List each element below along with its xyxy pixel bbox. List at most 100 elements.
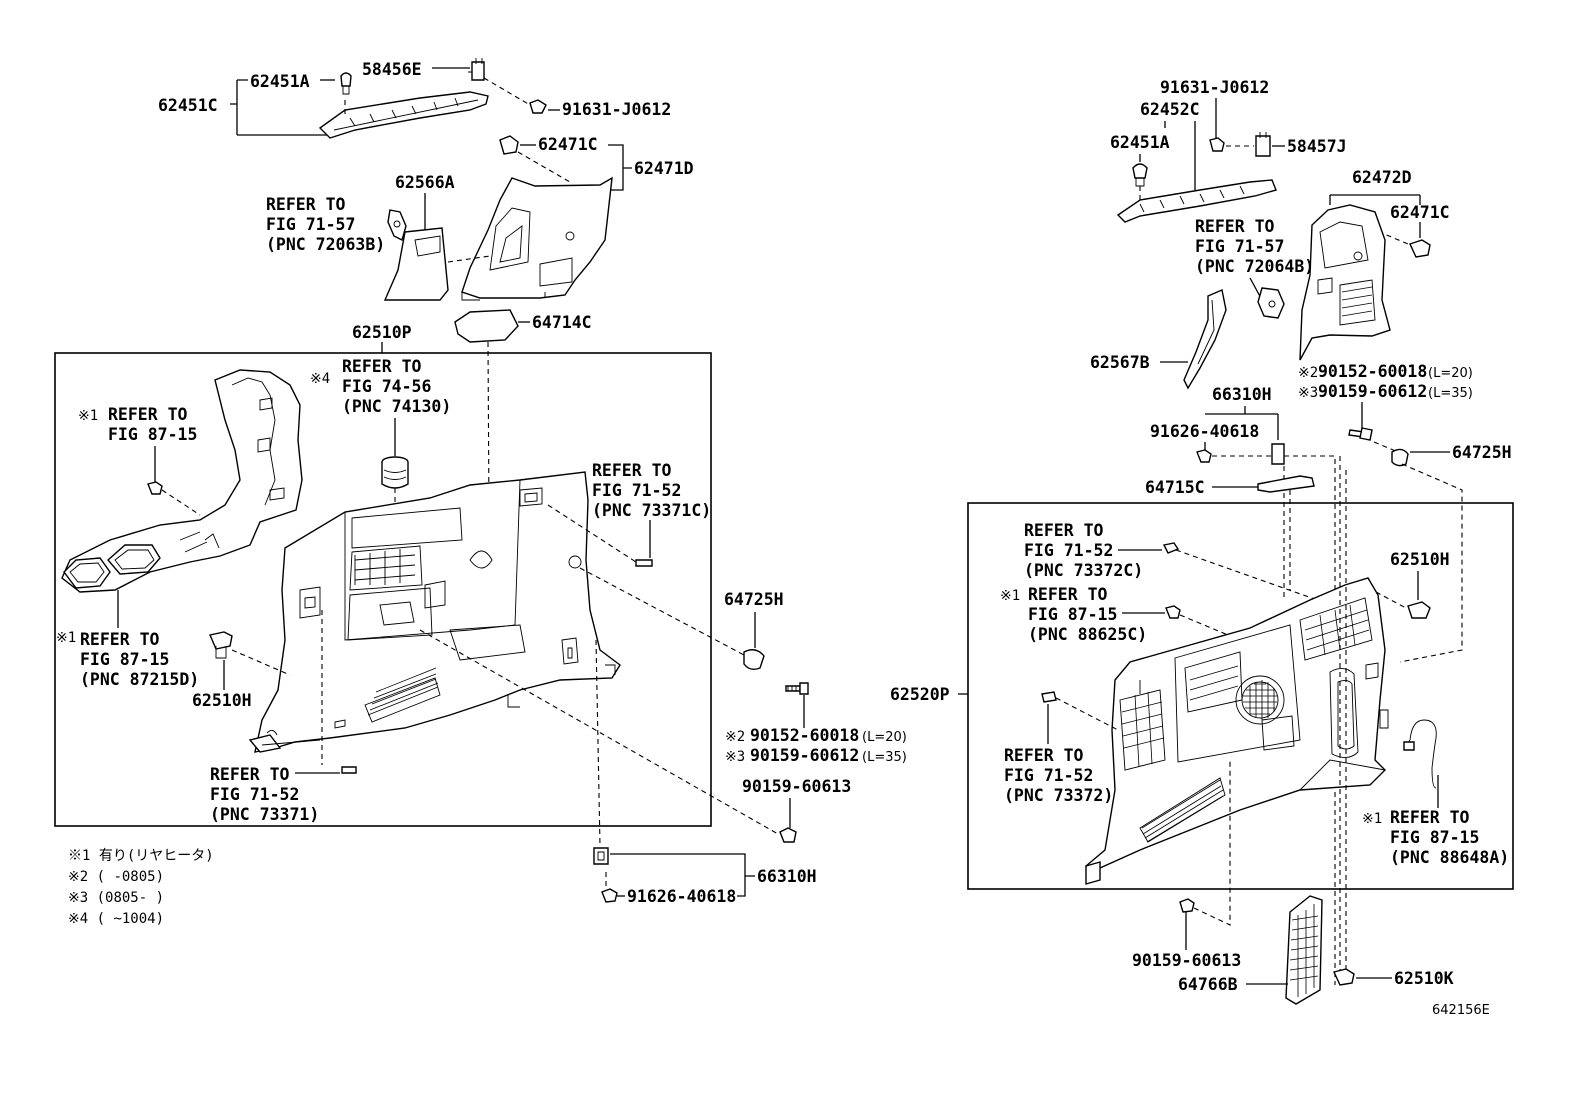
ref-line: (PNC 73372)	[1004, 786, 1113, 805]
length-note: (L=20)	[862, 730, 907, 745]
label-66310H-right[interactable]: 66310H	[1212, 385, 1272, 404]
ref-line: REFER TO	[108, 405, 188, 424]
bracket-58456E	[468, 58, 485, 81]
ref-mark: ※2	[1298, 365, 1318, 381]
clip-66310H-left	[593, 847, 609, 865]
screw-icon	[1165, 605, 1181, 619]
ref-line: (PNC 72063B)	[266, 235, 385, 254]
ref-fig71-52-a: REFER TO FIG 71-52 (PNC 73371C)	[592, 461, 711, 520]
group-box-62520P	[967, 502, 1514, 890]
ref-mark: ※3	[725, 749, 745, 765]
ref-line: REFER TO	[1028, 585, 1108, 604]
screw-91631-J0612	[529, 99, 547, 114]
label-62471C-right[interactable]: 62471C	[1390, 203, 1450, 222]
screw-icon	[601, 888, 618, 903]
label-62471C[interactable]: 62471C	[538, 135, 598, 154]
label-64725H-left[interactable]: 64725H	[724, 590, 784, 609]
quarter-trim-62520P	[1085, 577, 1389, 885]
label-90159-60612-right[interactable]: 90159-60612	[1318, 382, 1427, 401]
garnish-62452C	[1116, 179, 1277, 223]
ref-mark: ※1	[56, 630, 76, 646]
ref-fig71-57-right: REFER TO FIG 71-57 (PNC 72064B)	[1195, 217, 1314, 276]
clip-62471C-right	[1409, 239, 1431, 258]
label-62451A[interactable]: 62451A	[250, 72, 310, 91]
label-90159-60612-left[interactable]: 90159-60612	[750, 746, 859, 765]
label-64714C[interactable]: 64714C	[532, 313, 592, 332]
label-64766B[interactable]: 64766B	[1178, 975, 1238, 994]
label-62472D[interactable]: 62472D	[1352, 168, 1412, 187]
ref-line: (PNC 87215D)	[80, 670, 199, 689]
label-62520P[interactable]: 62520P	[890, 685, 950, 704]
ref-line: FIG 87-15	[80, 650, 169, 669]
label-64715C[interactable]: 64715C	[1145, 478, 1205, 497]
figure-id: 642156E	[1432, 1003, 1490, 1018]
label-62510H-right[interactable]: 62510H	[1390, 550, 1450, 569]
clip-62451A	[340, 72, 352, 95]
label-91626-40618-right[interactable]: 91626-40618	[1150, 422, 1259, 441]
label-62471D[interactable]: 62471D	[634, 159, 694, 178]
label-58456E[interactable]: 58456E	[362, 60, 422, 79]
clip-icon	[635, 559, 653, 567]
clip-62510K	[1333, 968, 1355, 986]
label-62451C[interactable]: 62451C	[158, 96, 218, 115]
right-assembly: 91631-J0612 62452C 62451A 58457J 62472D …	[890, 78, 1514, 1005]
ref-fig87-15-c: REFER TO FIG 87-15 (PNC 88625C)	[1028, 585, 1147, 644]
screw-91631-J0612-right	[1209, 137, 1225, 152]
seatbelt-anchor-icon	[387, 209, 407, 242]
label-62510P[interactable]: 62510P	[352, 323, 412, 342]
ref-fig71-52-d: REFER TO FIG 71-52 (PNC 73372)	[1004, 746, 1113, 805]
label-58457J[interactable]: 58457J	[1287, 137, 1347, 156]
ref-line: FIG 87-15	[1390, 828, 1479, 847]
label-91631-J0612-right[interactable]: 91631-J0612	[1160, 78, 1269, 97]
label-90152-60018-right[interactable]: 90152-60018	[1318, 362, 1427, 381]
label-64725H-right[interactable]: 64725H	[1452, 443, 1512, 462]
label-90159-60613-right[interactable]: 90159-60613	[1132, 951, 1241, 970]
left-assembly: 62451C 62451A 58456E 91631-J0612	[54, 58, 907, 906]
clip-62510H-right	[1407, 601, 1431, 619]
ref-fig74-56: REFER TO FIG 74-56 (PNC 74130)	[342, 357, 451, 416]
label-62510H-left[interactable]: 62510H	[192, 691, 252, 710]
nut-64725H	[743, 649, 765, 671]
label-91631-J0612[interactable]: 91631-J0612	[562, 100, 671, 119]
group-box-62510P	[54, 352, 712, 827]
cover-62567B	[1183, 289, 1227, 390]
ref-line: (PNC 88625C)	[1028, 625, 1147, 644]
clip-icon	[1162, 542, 1180, 554]
ref-fig87-15-a: REFER TO FIG 87-15	[108, 405, 197, 444]
ref-fig71-57-left: REFER TO FIG 71-57 (PNC 72063B)	[266, 195, 385, 254]
ref-line: FIG 71-52	[1024, 541, 1113, 560]
clip-icon	[341, 766, 357, 774]
ref-mark: ※4	[310, 371, 330, 387]
label-90152-60018-left[interactable]: 90152-60018	[750, 726, 859, 745]
label-62452C[interactable]: 62452C	[1140, 100, 1200, 119]
label-62566A[interactable]: 62566A	[395, 173, 455, 192]
clip-66310H-right	[1271, 443, 1285, 465]
cover-62566A	[383, 227, 449, 301]
clip-icon	[1041, 691, 1057, 703]
ref-line: (PNC 73371C)	[592, 501, 711, 520]
screw-icon	[147, 481, 163, 495]
label-62567B[interactable]: 62567B	[1090, 353, 1150, 372]
cover-64766B	[1285, 895, 1323, 1005]
label-62451A-right[interactable]: 62451A	[1110, 133, 1170, 152]
ref-fig71-52-c: REFER TO FIG 71-52 (PNC 73372C)	[1024, 521, 1143, 580]
ref-line: REFER TO	[1004, 746, 1084, 765]
label-90159-60613-left[interactable]: 90159-60613	[742, 777, 851, 796]
label-62510K[interactable]: 62510K	[1394, 969, 1454, 988]
ref-fig87-15-b: REFER TO FIG 87-15 (PNC 87215D)	[80, 630, 199, 689]
quarter-trim-62510P	[248, 471, 621, 753]
nut-64725H-right	[1391, 448, 1409, 467]
footnote: ※3 (0805- )	[68, 890, 164, 906]
label-91626-40618-left[interactable]: 91626-40618	[627, 887, 736, 906]
clip-62451A-right	[1132, 163, 1148, 187]
wire-harness-icon	[1403, 719, 1437, 789]
cover-64714C	[454, 309, 519, 343]
screw-icon	[1196, 449, 1212, 463]
ref-line: FIG 71-52	[1004, 766, 1093, 785]
length-note: (L=20)	[1428, 366, 1473, 381]
ref-mark: ※1	[1362, 811, 1382, 827]
footnote: ※4 ( ~1004)	[68, 911, 164, 927]
screw-icon	[1179, 898, 1195, 913]
label-66310H-left[interactable]: 66310H	[757, 867, 817, 886]
footnote: ※2 ( -0805)	[68, 869, 164, 885]
